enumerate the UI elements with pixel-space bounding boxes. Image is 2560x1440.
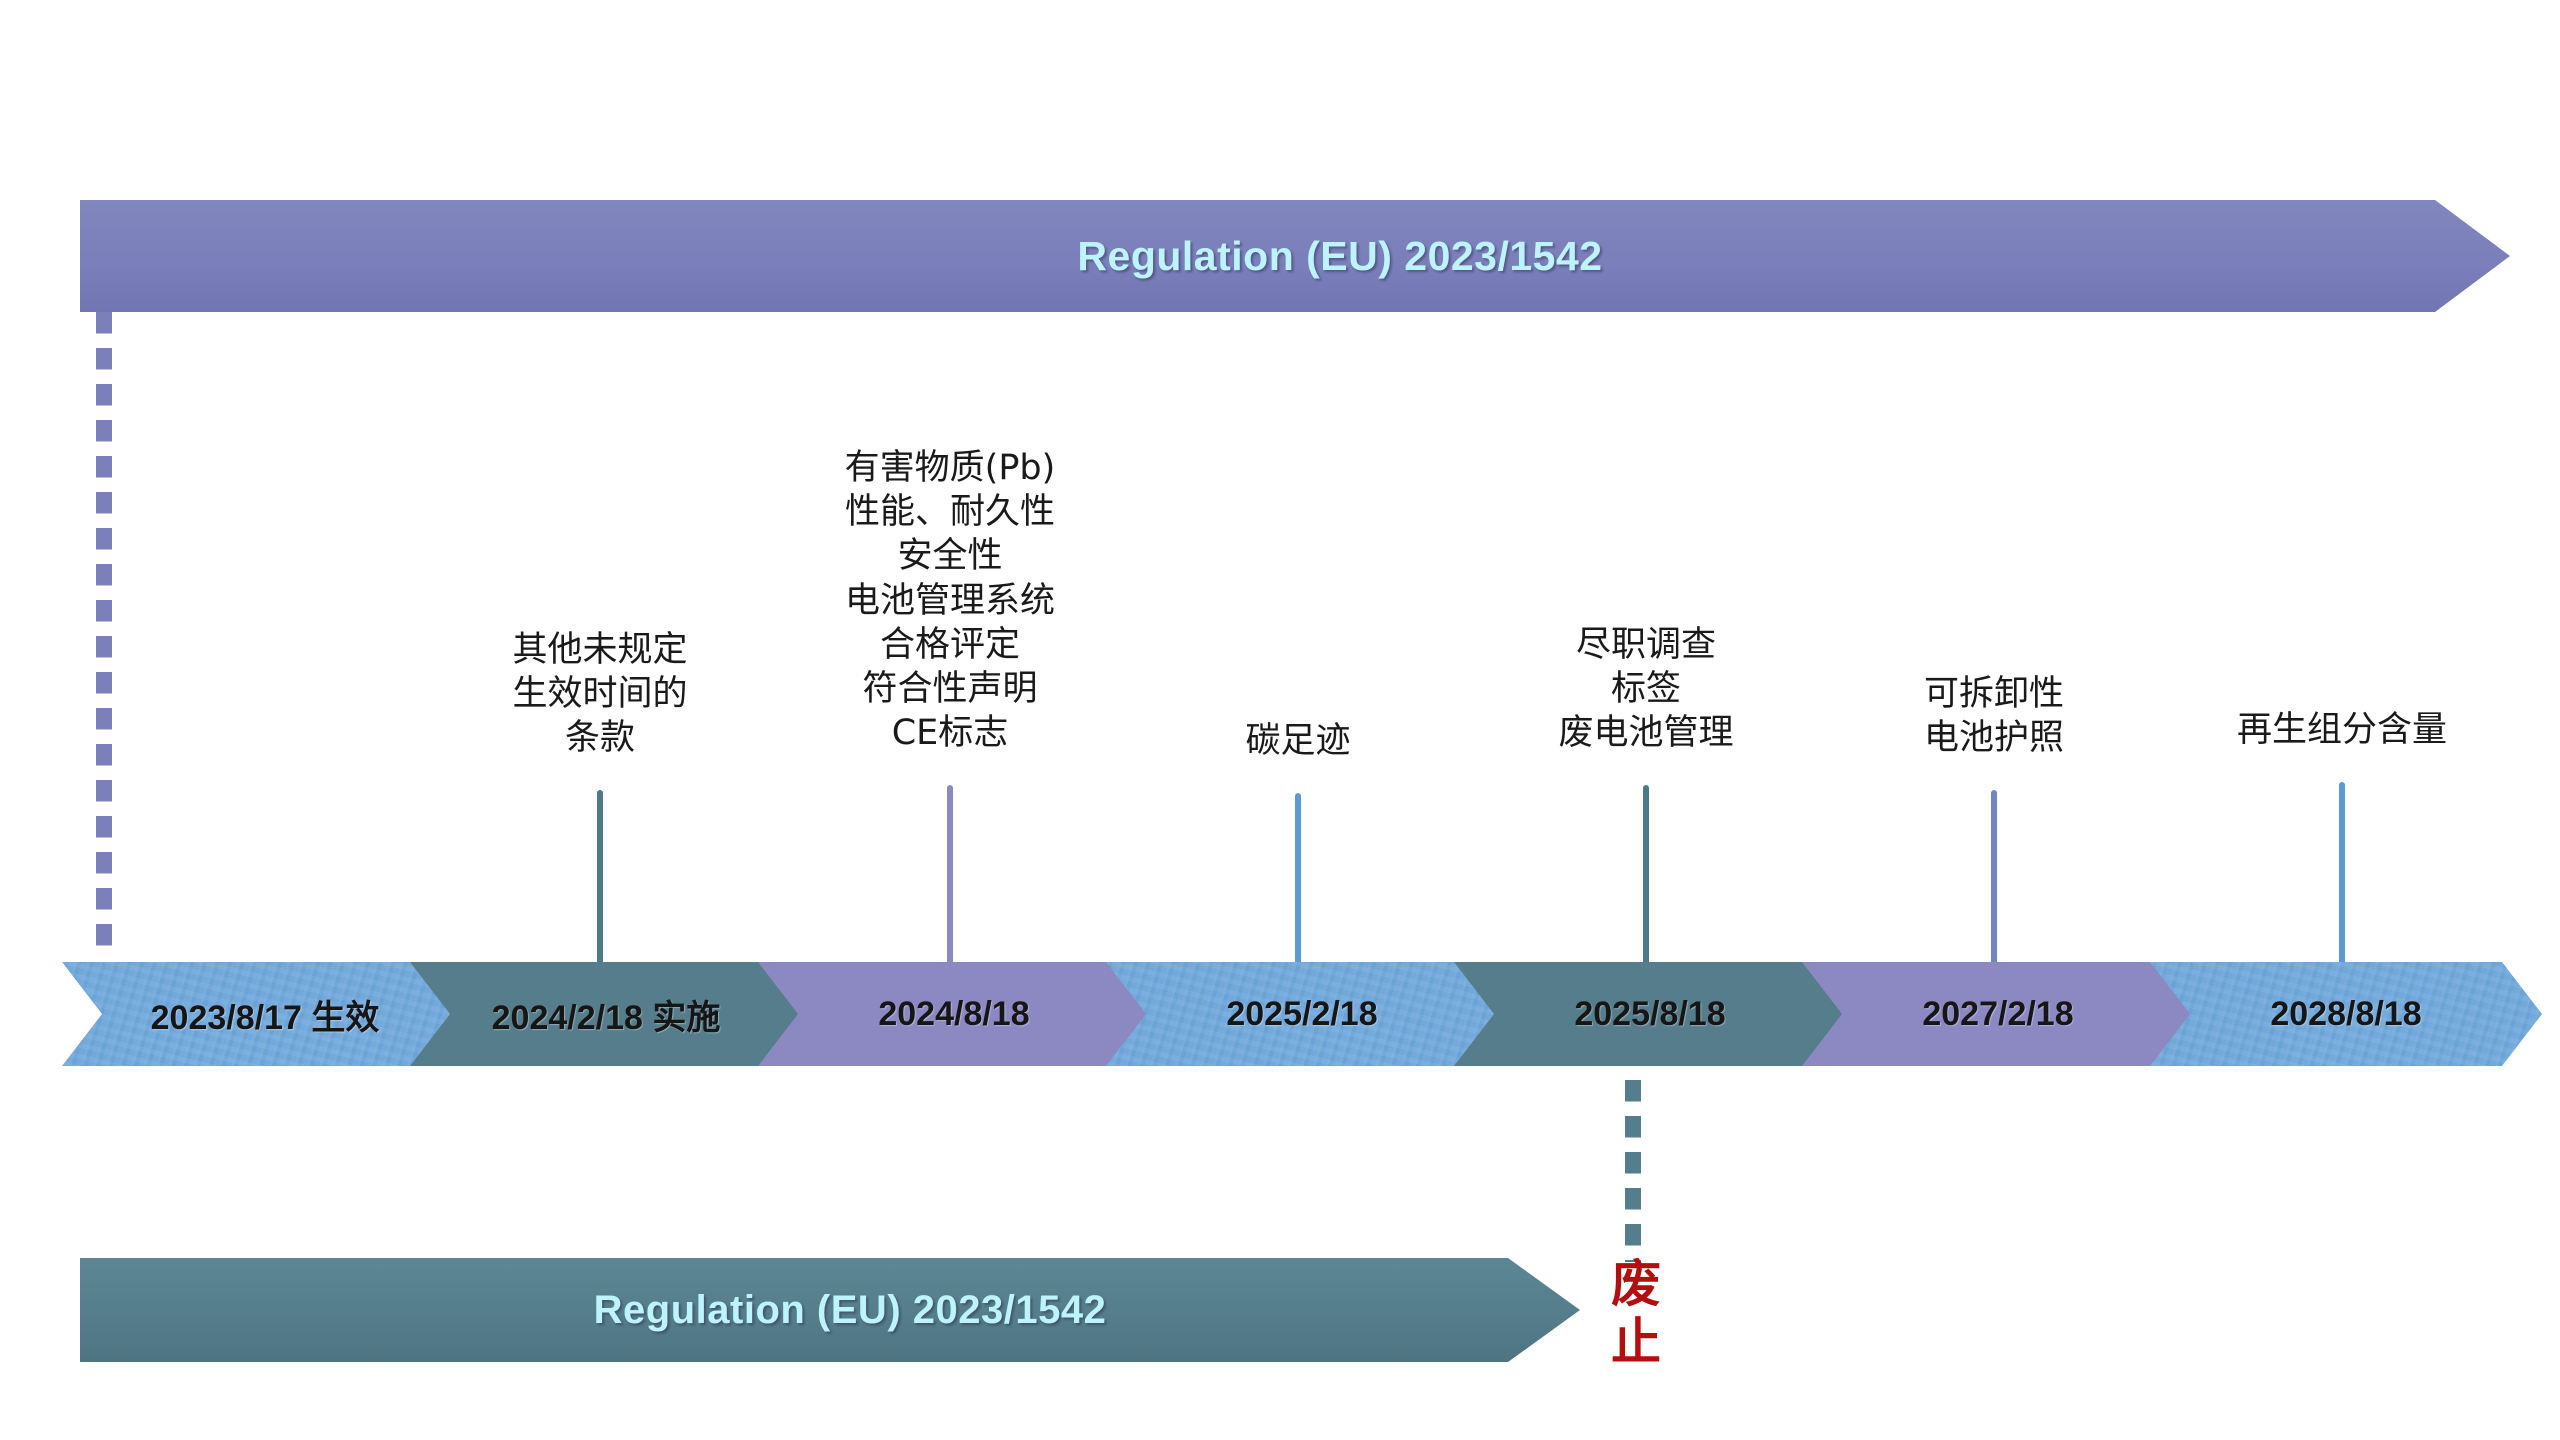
chevron-date-label: 2025/2/18 <box>1226 994 1378 1033</box>
milestone-stem <box>1991 790 1997 1014</box>
chevron-shape <box>758 962 1150 1066</box>
top-banner-title: Regulation (EU) 2023/1542 <box>1077 232 1603 279</box>
milestone-stem <box>1643 785 1649 1014</box>
milestone-items: 再生组分含量 <box>2236 709 2447 750</box>
top-regulation-banner: Regulation (EU) 2023/1542 <box>80 200 2510 312</box>
milestone-stem <box>2339 782 2345 1014</box>
dashed-connector-repeal <box>1625 1080 1641 1262</box>
milestone-items: 碳足迹 <box>1245 720 1351 761</box>
chevron-date-label: 2024/8/18 <box>878 994 1030 1033</box>
milestone-chevron-2024-2-18-实施[interactable]: 2024/2/18 实施 <box>410 962 802 1066</box>
bottom-banner-arrow-shape <box>80 1258 1580 1362</box>
chevron-shape <box>1106 962 1498 1066</box>
milestone-chevron-2025-2-18[interactable]: 2025/2/18 <box>1106 962 1498 1066</box>
top-banner-arrow-shape <box>80 200 2510 312</box>
milestone-stem <box>597 790 603 1014</box>
chevron-shape <box>62 962 454 1066</box>
chevron-shape <box>2150 962 2542 1066</box>
milestone-chevron-2027-2-18[interactable]: 2027/2/18 <box>1802 962 2194 1066</box>
milestone-stem <box>1295 793 1301 1014</box>
chevron-shape <box>1454 962 1846 1066</box>
chevron-date-label: 2025/8/18 <box>1574 994 1726 1033</box>
chevron-shape <box>410 962 802 1066</box>
chevron-date-label: 2024/2/18 实施 <box>491 998 721 1037</box>
milestone-chevron-2023-8-17-生效[interactable]: 2023/8/17 生效 <box>62 962 454 1066</box>
milestone-chevron-2024-8-18[interactable]: 2024/8/18 <box>758 962 1150 1066</box>
chevron-date-label: 2027/2/18 <box>1922 994 2074 1033</box>
milestone-stem <box>947 785 953 1014</box>
repeal-label: 废止 <box>1611 1256 1661 1370</box>
milestone-items: 尽职调查 标签 废电池管理 <box>1558 624 1734 753</box>
milestone-chevron-2028-8-18[interactable]: 2028/8/18 <box>2150 962 2542 1066</box>
chevron-shape <box>1802 962 2194 1066</box>
bottom-banner-title: Regulation (EU) 2023/1542 <box>593 1287 1107 1332</box>
chevron-date-label: 2028/8/18 <box>2270 994 2422 1033</box>
milestone-items: 有害物质(Pb) 性能、耐久性 安全性 电池管理系统 合格评定 符合性声明 CE… <box>844 448 1056 753</box>
dashed-connector-start <box>96 312 112 960</box>
bottom-regulation-banner: Regulation (EU) 2023/1542 <box>80 1258 1580 1362</box>
milestone-chevron-2025-8-18[interactable]: 2025/8/18 <box>1454 962 1846 1066</box>
milestone-items: 可拆卸性 电池护照 <box>1923 673 2064 758</box>
milestone-items: 其他未规定 生效时间的 条款 <box>512 629 688 758</box>
chevron-date-label: 2023/8/17 生效 <box>150 998 380 1037</box>
